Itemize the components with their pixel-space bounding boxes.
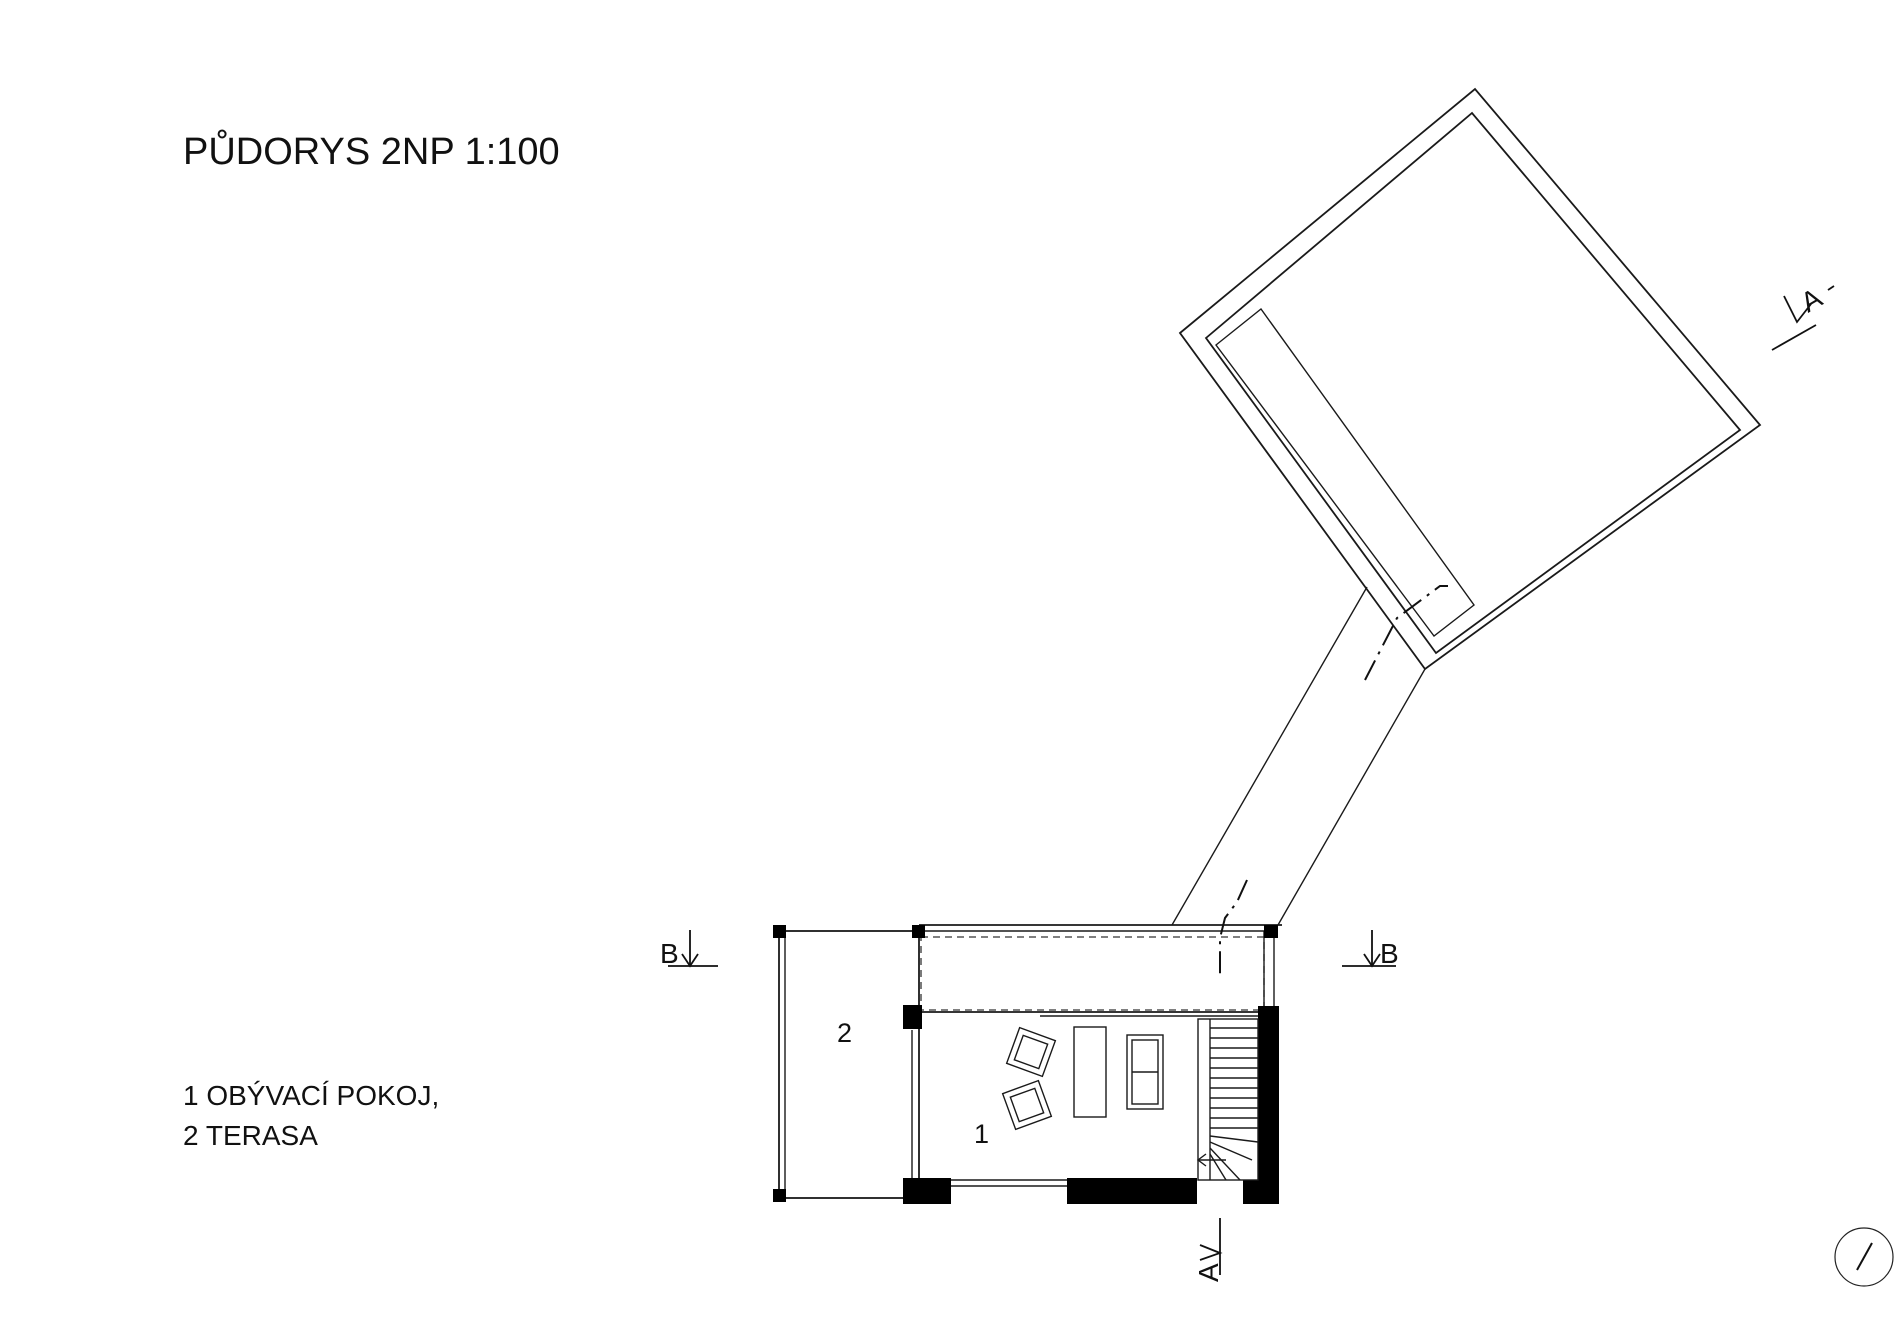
- stair-winder: [1209, 1135, 1259, 1143]
- wall-right-solid: [1258, 1006, 1279, 1204]
- section-a-arrow-icon: [1783, 295, 1812, 324]
- overhang-dashed-outline: [920, 936, 1265, 1011]
- connecting-bridge: [1171, 586, 1426, 926]
- stair-arrow-icon: [1196, 1153, 1207, 1167]
- staircase: [1196, 1018, 1259, 1181]
- column-top-mid: [912, 925, 925, 938]
- room-number-living-room: 1: [974, 1119, 989, 1149]
- bridge-right-edge: [1277, 668, 1426, 926]
- section-a-tick: [1827, 285, 1835, 291]
- room-number-terrace: 2: [837, 1018, 852, 1048]
- lower-building: 2 1: [773, 924, 1282, 1204]
- coffee-table: [1073, 1026, 1107, 1118]
- drawing-title: PŮDORYS 2NP 1:100: [183, 128, 560, 173]
- upper-block-inner-wall: [1204, 111, 1742, 655]
- bridge-left-edge: [1171, 586, 1368, 926]
- armchair-lower: [1001, 1079, 1053, 1131]
- section-line-a-upper: A: [1364, 282, 1835, 681]
- section-a-cut-line-lower: [1219, 879, 1248, 977]
- section-line-b: B B: [660, 930, 1399, 969]
- section-b-label-left: B: [660, 938, 679, 969]
- legend-line-2: 2 TERASA: [183, 1120, 318, 1151]
- column-mid-left: [903, 1005, 922, 1029]
- column-top-left: [773, 925, 786, 938]
- north-arrow-icon: [1834, 1227, 1894, 1287]
- section-b-right-arrow-icon: [1363, 953, 1381, 968]
- section-b-label-right: B: [1380, 938, 1399, 969]
- stair-outline: [1197, 1018, 1259, 1181]
- section-a-lower-arrow-icon: [1199, 1244, 1223, 1261]
- furniture: [1001, 1026, 1164, 1131]
- stair-winder: [1209, 1153, 1227, 1181]
- section-a-marker-line: [1771, 324, 1817, 351]
- wall-bottom-left-piece: [903, 1178, 951, 1204]
- stair-winder: [1209, 1147, 1241, 1181]
- upper-block-window-strip: [1215, 307, 1475, 637]
- column-top-right: [1264, 925, 1278, 938]
- upper-rotated-block: [1178, 87, 1762, 671]
- section-a-label-upper: A: [1796, 282, 1828, 318]
- terrace-outline: [778, 930, 920, 1199]
- section-b-left-arrow-icon: [681, 953, 699, 968]
- wall-bottom-mid-piece: [1067, 1178, 1197, 1204]
- section-a-cut-line-upper: [1364, 585, 1448, 681]
- stair-winder: [1209, 1141, 1253, 1161]
- column-bottom-left: [773, 1189, 786, 1202]
- upper-block-outer-wall: [1178, 87, 1762, 671]
- section-line-a-lower: A: [1193, 879, 1248, 1282]
- armchair-upper: [1005, 1026, 1057, 1078]
- legend-line-1: 1 OBÝVACÍ POKOJ,: [183, 1080, 439, 1111]
- sofa: [1126, 1034, 1164, 1110]
- section-a-label-lower: A: [1193, 1263, 1224, 1282]
